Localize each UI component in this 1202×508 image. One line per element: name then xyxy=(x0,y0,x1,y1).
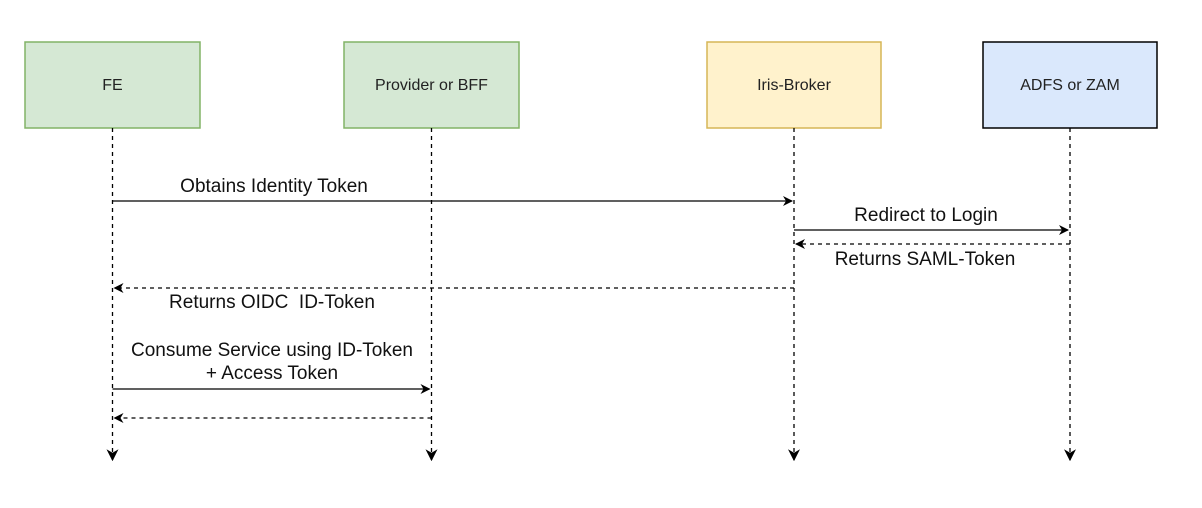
participant-provider-label: Provider or BFF xyxy=(375,77,488,94)
message-obtain-identity-label: Obtains Identity Token xyxy=(180,176,368,197)
participant-fe-box xyxy=(24,41,201,129)
message-consume-label-line1: Consume Service using ID-Token xyxy=(131,340,413,361)
participant-broker-label: Iris-Broker xyxy=(757,77,831,94)
participant-adfs: ADFS or ZAM xyxy=(982,41,1158,129)
message-redirect-login-label: Redirect to Login xyxy=(854,205,998,226)
participant-adfs-box xyxy=(982,41,1158,129)
message-returns-saml-label: Returns SAML-Token xyxy=(835,249,1016,270)
message-returns-oidc-label: Returns OIDC ID-Token xyxy=(169,292,375,313)
participant-broker-box xyxy=(706,41,882,129)
participant-adfs-label: ADFS or ZAM xyxy=(1020,77,1120,94)
message-consume-label-line2: + Access Token xyxy=(206,363,338,384)
participant-fe-label: FE xyxy=(102,77,122,94)
participant-provider: Provider or BFF xyxy=(343,41,520,129)
participant-fe: FE xyxy=(24,41,201,129)
participant-provider-box xyxy=(343,41,520,129)
participant-broker: Iris-Broker xyxy=(706,41,882,129)
